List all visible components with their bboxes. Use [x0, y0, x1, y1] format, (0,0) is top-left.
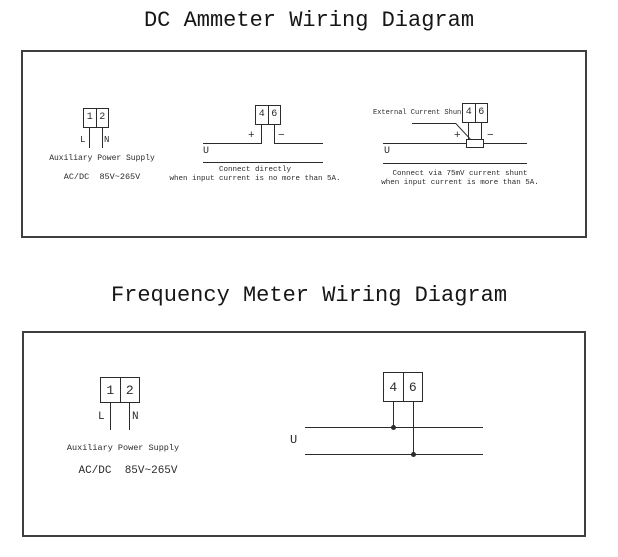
label-d2-N: N: [132, 411, 139, 423]
label-d1-shunt-plus: +: [454, 130, 461, 142]
label-d1-shunt-pointer: External Current Shunt: [373, 109, 466, 117]
wire-d1-direct-plus: [261, 125, 262, 143]
bus-d1-direct-top-right: [274, 143, 323, 144]
label-d2-L: L: [98, 411, 105, 423]
wire-d2-aux-L: [110, 403, 111, 430]
terminal-d1-aux-1: 1: [86, 112, 93, 123]
terminal-d2-voltage-4: 4: [389, 379, 398, 395]
terminal-block-d2-voltage: 4 6: [383, 372, 423, 402]
label-d1-direct-U: U: [203, 146, 210, 157]
junction-dot-top: [391, 425, 396, 430]
wire-d1-aux-N: [102, 128, 103, 148]
terminal-block-d2-aux: 1 2: [100, 377, 140, 403]
label-d1-direct-plus: +: [248, 130, 255, 142]
bus-d1-direct-top-left: [203, 143, 262, 144]
terminal-d1-shunt-4: 4: [465, 107, 472, 118]
leader-d1-shunt-horizontal: [412, 123, 456, 124]
junction-dot-bottom: [411, 452, 416, 457]
terminal-block-d1-direct: 4 6: [255, 105, 281, 125]
label-d1-L: L: [80, 135, 86, 145]
terminal-d1-shunt-6: 6: [474, 104, 488, 122]
label-d2-aux-name: Auxiliary Power Supply: [66, 443, 180, 453]
terminal-block-d1-aux: 1 2: [83, 108, 109, 128]
label-d1-aux-rating: AC/DC 85V~265V: [63, 172, 141, 182]
wire-d1-shunt-right: [481, 123, 482, 140]
terminal-d1-direct-6: 6: [267, 106, 281, 124]
label-d2-U: U: [290, 433, 298, 447]
wire-d2-terminal6: [413, 402, 414, 454]
wire-d2-aux-N: [129, 403, 130, 430]
wire-d1-aux-L: [89, 128, 90, 148]
wire-d1-direct-minus: [274, 125, 275, 143]
wire-d1-shunt-left: [468, 123, 469, 140]
caption-d1-shunt-2: when input current is more than 5A.: [381, 179, 539, 187]
terminal-block-d1-shunt: 4 6: [462, 103, 488, 123]
label-d1-direct-minus: −: [278, 130, 285, 142]
label-d2-aux-rating: AC/DC 85V~265V: [78, 465, 178, 477]
bus-d2-bottom: [305, 454, 483, 455]
bus-d1-direct-bottom: [203, 162, 323, 163]
label-d1-aux-name: Auxiliary Power Supply: [49, 154, 155, 163]
terminal-d2-voltage-6: 6: [402, 373, 423, 401]
dc-ammeter-frame: [21, 50, 587, 238]
bus-d1-shunt-top-left: [383, 143, 467, 144]
caption-d1-direct-2: when input current is no more than 5A.: [169, 175, 341, 183]
caption-d1-shunt-1: Connect via 75mV current shunt: [392, 170, 528, 178]
terminal-d2-aux-2: 2: [119, 378, 140, 402]
caption-d1-direct-1: Connect directly: [218, 166, 291, 174]
frequency-meter-title: Frequency Meter Wiring Diagram: [110, 283, 508, 308]
terminal-d1-aux-2: 2: [95, 109, 109, 127]
frequency-meter-frame: [22, 331, 586, 537]
bus-d1-shunt-top-right: [483, 143, 527, 144]
label-d1-shunt-minus: −: [487, 130, 494, 142]
wire-d2-terminal4: [393, 402, 394, 427]
label-d1-N: N: [104, 135, 110, 145]
bus-d1-shunt-bottom: [383, 163, 527, 164]
dc-ammeter-title: DC Ammeter Wiring Diagram: [143, 8, 475, 33]
label-d1-shunt-U: U: [384, 146, 391, 157]
terminal-d1-direct-4: 4: [258, 109, 265, 120]
shunt-resistor: [466, 139, 484, 148]
terminal-d2-aux-1: 1: [106, 382, 115, 398]
